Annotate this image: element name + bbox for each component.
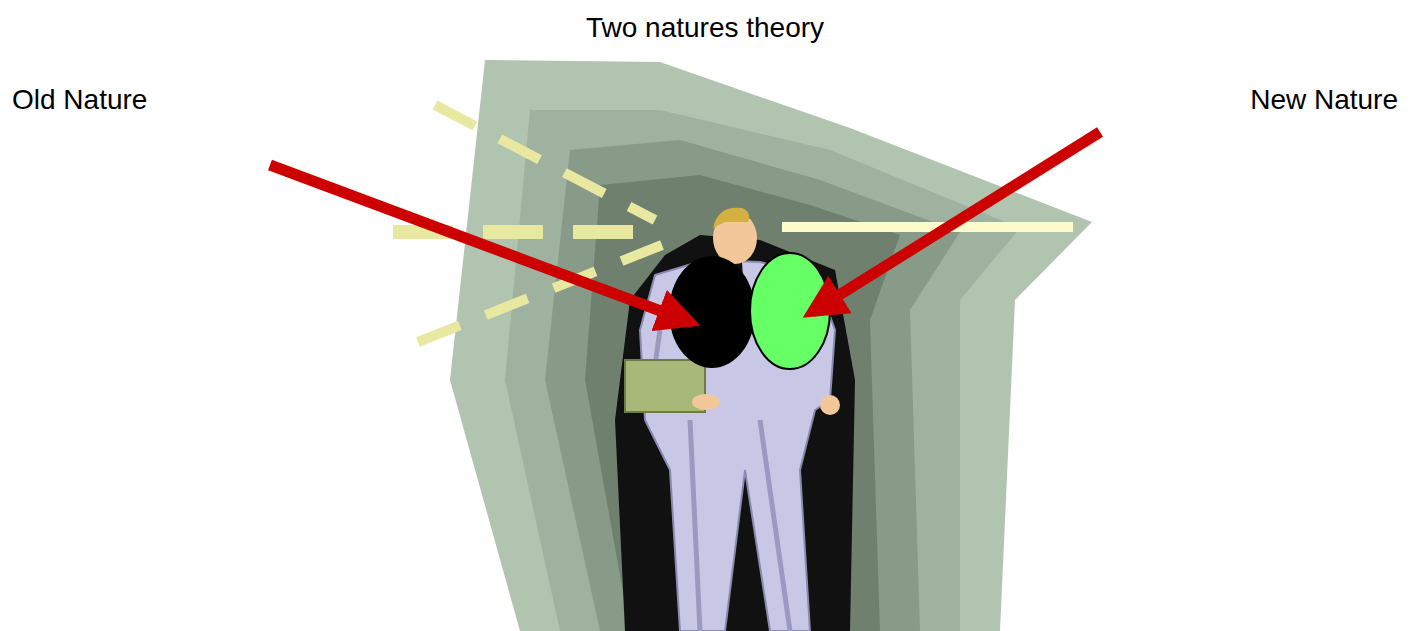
tunnel-outer — [450, 60, 1092, 631]
pointer-arrow — [270, 165, 690, 322]
light-ray — [435, 105, 655, 220]
nature-label: Old Nature — [12, 84, 147, 116]
nature-label: New Nature — [1250, 84, 1398, 116]
tunnel-layer — [585, 175, 900, 631]
man-hand — [820, 395, 840, 415]
man-hand — [692, 394, 720, 410]
man-hair — [713, 208, 749, 228]
light-ray — [782, 222, 1073, 232]
pointer-arrow — [812, 132, 1100, 312]
old-nature-oval — [669, 256, 755, 368]
tunnel-layer — [505, 110, 1020, 631]
diagram-title: Two natures theory — [586, 12, 824, 44]
figure-shadow — [615, 235, 855, 631]
tunnel-layer — [545, 140, 960, 631]
